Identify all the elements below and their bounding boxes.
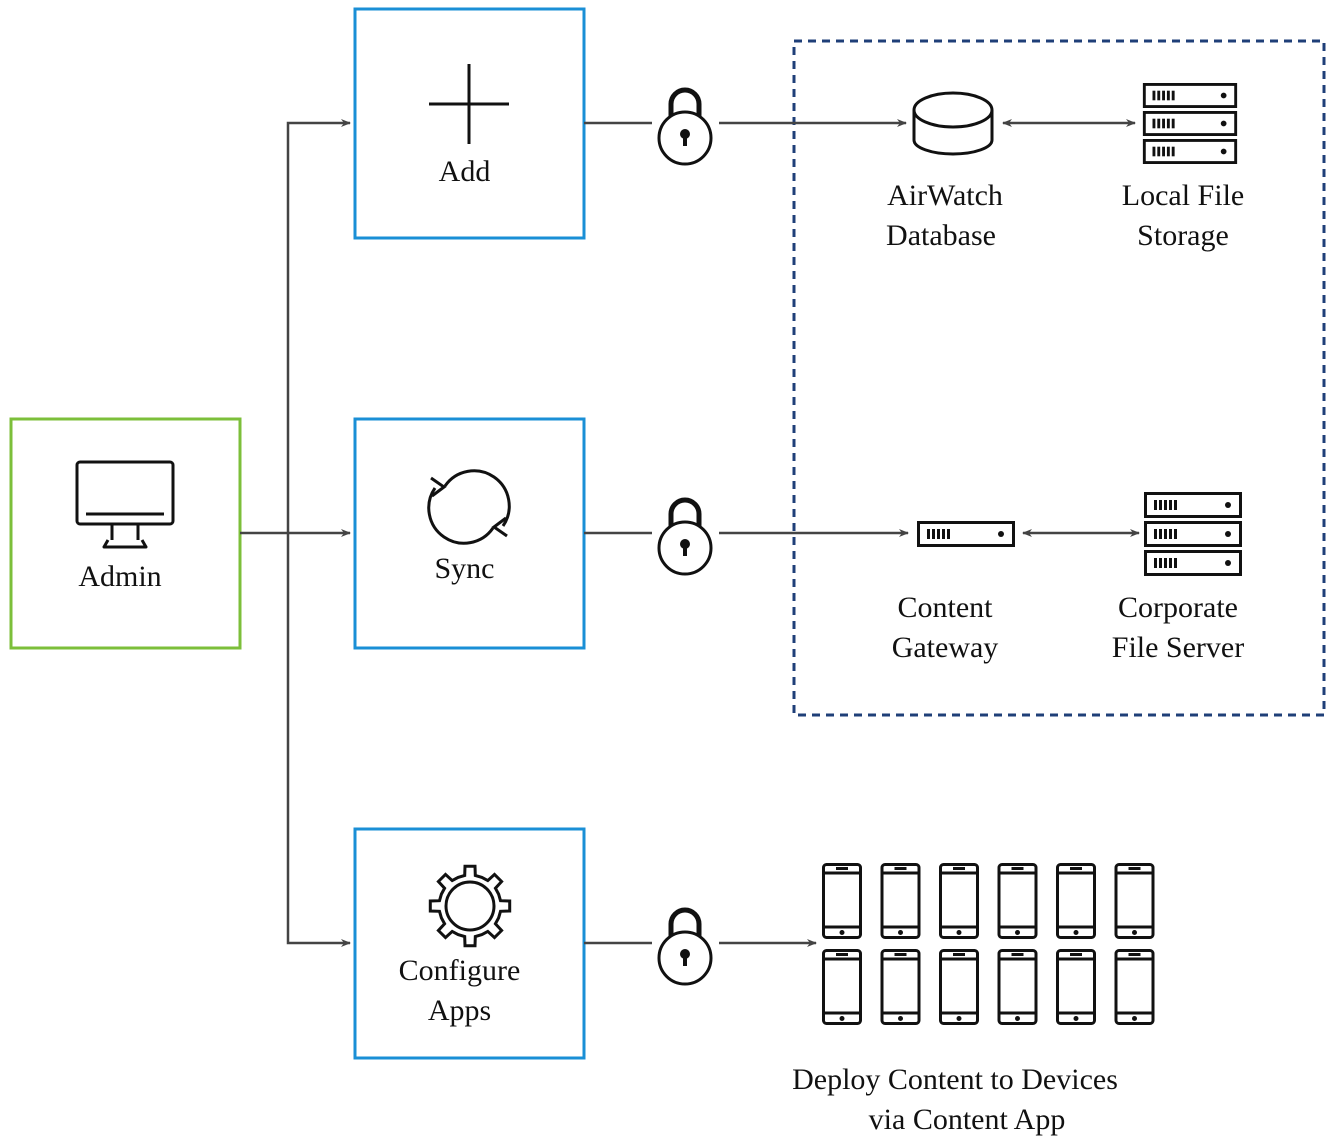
phone-icon <box>939 949 979 1025</box>
device-grid <box>822 863 1155 1025</box>
configure-apps-line2: Apps <box>427 994 492 1027</box>
phone-icon <box>997 863 1038 939</box>
content-gateway-label: Content Gateway <box>865 588 1025 668</box>
database-icon <box>912 91 994 156</box>
lock-icon-add <box>659 90 711 164</box>
configure-apps-label: Configure Apps <box>345 951 574 1031</box>
phone-icon <box>1056 949 1096 1025</box>
devices-line1: Deploy Content to Devices <box>792 1063 1118 1096</box>
corporate-file-server-line2: File Server <box>1111 631 1245 664</box>
phone-icon <box>822 949 862 1025</box>
phone-icon <box>880 949 921 1025</box>
airwatch-database-line2: Database <box>886 219 996 252</box>
local-file-storage-label: Local File Storage <box>1103 176 1263 256</box>
local-file-storage-line2: Storage <box>1137 219 1229 252</box>
devices-line2: via Content App <box>868 1103 1066 1136</box>
content-gateway-line2: Gateway <box>891 631 999 664</box>
gear-icon <box>428 864 512 948</box>
airwatch-database-label: AirWatch Database <box>865 176 1025 256</box>
configure-apps-line1: Configure <box>398 954 521 987</box>
phone-icon <box>1114 949 1155 1025</box>
sync-box[interactable] <box>353 417 586 650</box>
add-label: Add <box>438 155 491 188</box>
corporate-file-server-line1: Corporate <box>1118 591 1238 624</box>
phone-icon <box>1114 863 1155 939</box>
content-gateway-line1: Content <box>897 591 993 624</box>
phone-icon <box>1056 863 1096 939</box>
devices-label: Deploy Content to Devices via Content Ap… <box>735 1060 1175 1140</box>
plus-icon <box>429 64 509 144</box>
local-file-storage-line1: Local File <box>1121 179 1245 212</box>
server-rack-icon-local <box>1142 83 1238 164</box>
admin-label: Admin <box>78 560 162 593</box>
phone-icon <box>880 863 921 939</box>
phone-icon <box>997 949 1038 1025</box>
sync-label: Sync <box>434 552 495 585</box>
lock-icon-configure <box>659 910 711 984</box>
airwatch-database-line1: AirWatch <box>887 179 1003 212</box>
corporate-file-server-label: Corporate File Server <box>1093 588 1263 668</box>
server-unit-icon-gateway <box>917 521 1015 547</box>
lock-icon-sync <box>659 500 711 574</box>
monitor-icon <box>75 460 175 549</box>
phone-icon <box>939 863 979 939</box>
action-connectors <box>584 119 1140 947</box>
phone-icon <box>822 863 862 939</box>
server-rack-icon-corporate <box>1144 492 1242 576</box>
admin-box[interactable] <box>9 417 242 650</box>
sync-icon <box>427 469 511 545</box>
admin-connectors <box>240 119 351 947</box>
